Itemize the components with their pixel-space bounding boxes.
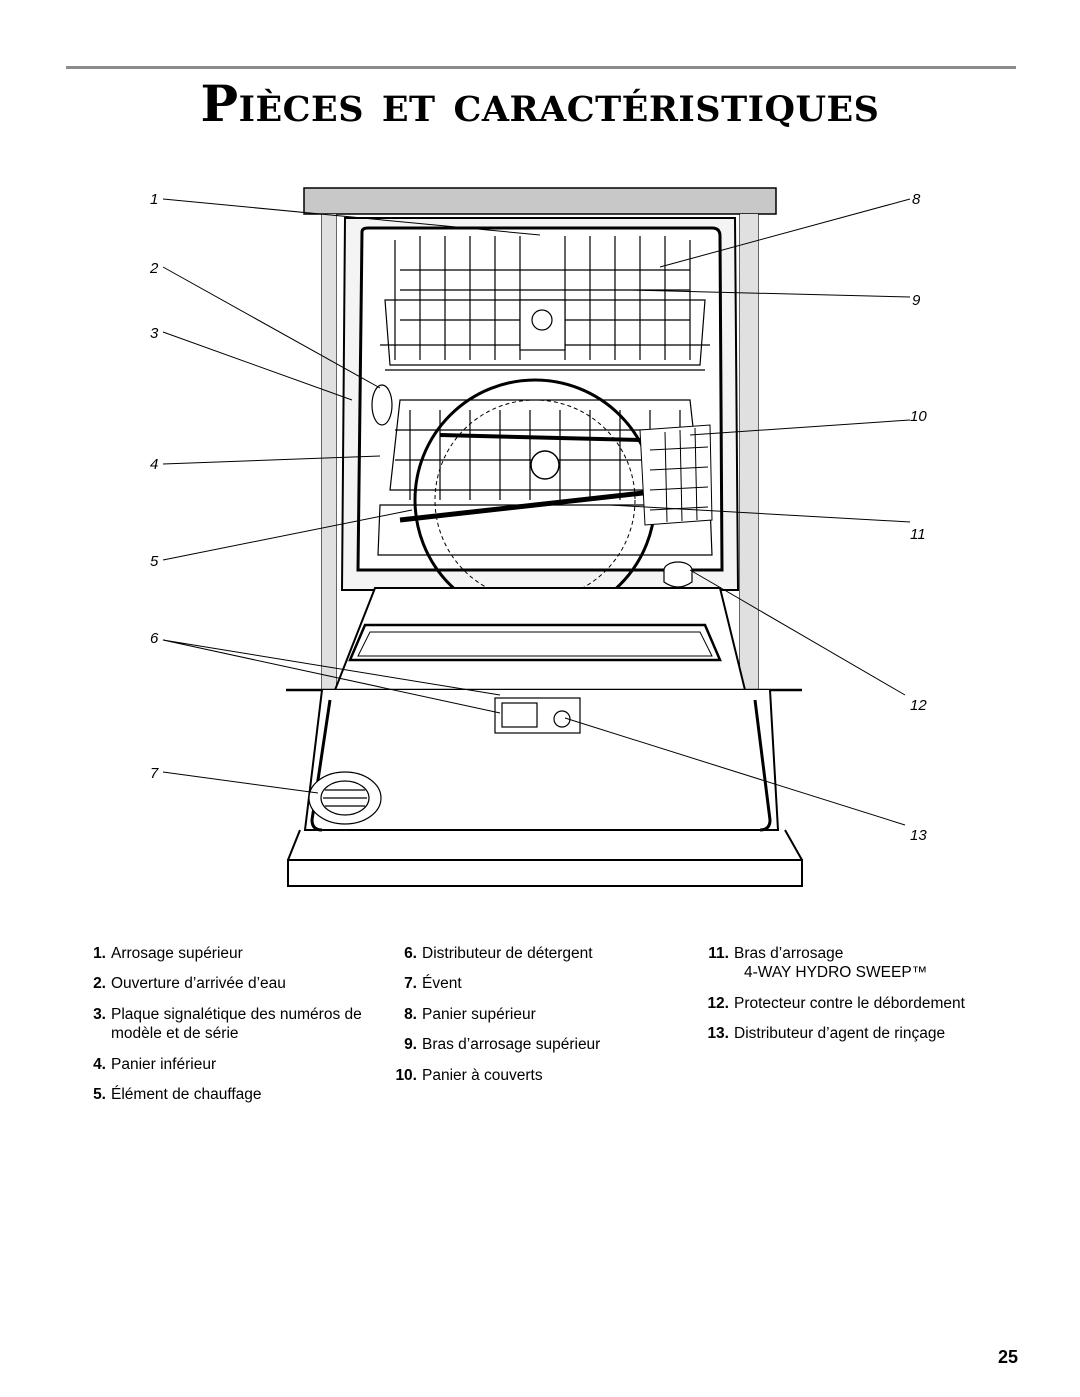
silverware-basket: [639, 424, 713, 526]
header-rule: [66, 66, 1016, 69]
legend-item: 3.Plaque signalétique des numéros de mod…: [93, 1005, 362, 1043]
door-vent: [308, 771, 382, 825]
legend-item: 13.Distributeur d’agent de rinçage: [707, 1025, 946, 1043]
legend-item: 1.Arrosage supérieur: [93, 945, 243, 962]
overfill-protector: [663, 561, 693, 588]
legend-item: 5.Élément de chauffage: [93, 1085, 262, 1103]
open-door: [286, 587, 803, 887]
legend-item: 6.Distributeur de détergent: [404, 945, 593, 962]
callout-9: 9: [912, 292, 921, 309]
callout-5: 5: [150, 553, 159, 570]
callout-13: 13: [910, 827, 927, 844]
upper-rack: [380, 236, 710, 371]
callout-1: 1: [150, 191, 158, 208]
page-number: 25: [997, 1347, 1018, 1367]
callout-12: 12: [910, 697, 927, 714]
callout-2: 2: [149, 260, 159, 277]
legend-item: 8.Panier supérieur: [404, 1005, 536, 1023]
legend-column-1: 1.Arrosage supérieur 2.Ouverture d’arriv…: [84, 944, 384, 1115]
callout-11: 11: [910, 526, 926, 543]
leader-lines: [162, 198, 911, 826]
detergent-dispenser: [494, 697, 581, 734]
callout-3: 3: [150, 325, 159, 342]
dishwasher-diagram: 1 2 3 4 5 6 7 8 9 10 11 12 13: [149, 187, 927, 887]
legend-item: 7.Évent: [404, 975, 462, 993]
callout-6: 6: [150, 630, 159, 647]
callout-4: 4: [150, 456, 158, 473]
callout-7: 7: [150, 765, 159, 782]
legend-item: 9.Bras d’arrosage supérieur: [404, 1036, 601, 1054]
legend-item: 2.Ouverture d’arrivée d’eau: [93, 975, 286, 993]
callout-10: 10: [910, 408, 927, 425]
legend-item: 10.Panier à couverts: [395, 1066, 543, 1084]
legend-item: 12.Protecteur contre le débordement: [707, 994, 965, 1012]
legend-column-2: 6.Distributeur de détergent 7.Évent 8.Pa…: [395, 944, 645, 1096]
serial-plate: [371, 384, 393, 426]
countertop: [303, 187, 777, 215]
tub-inner: [356, 226, 724, 572]
legend-item: 4.Panier inférieur: [93, 1055, 217, 1073]
page-title: Pièces et caractéristiques: [200, 74, 880, 133]
callout-8: 8: [912, 191, 921, 208]
